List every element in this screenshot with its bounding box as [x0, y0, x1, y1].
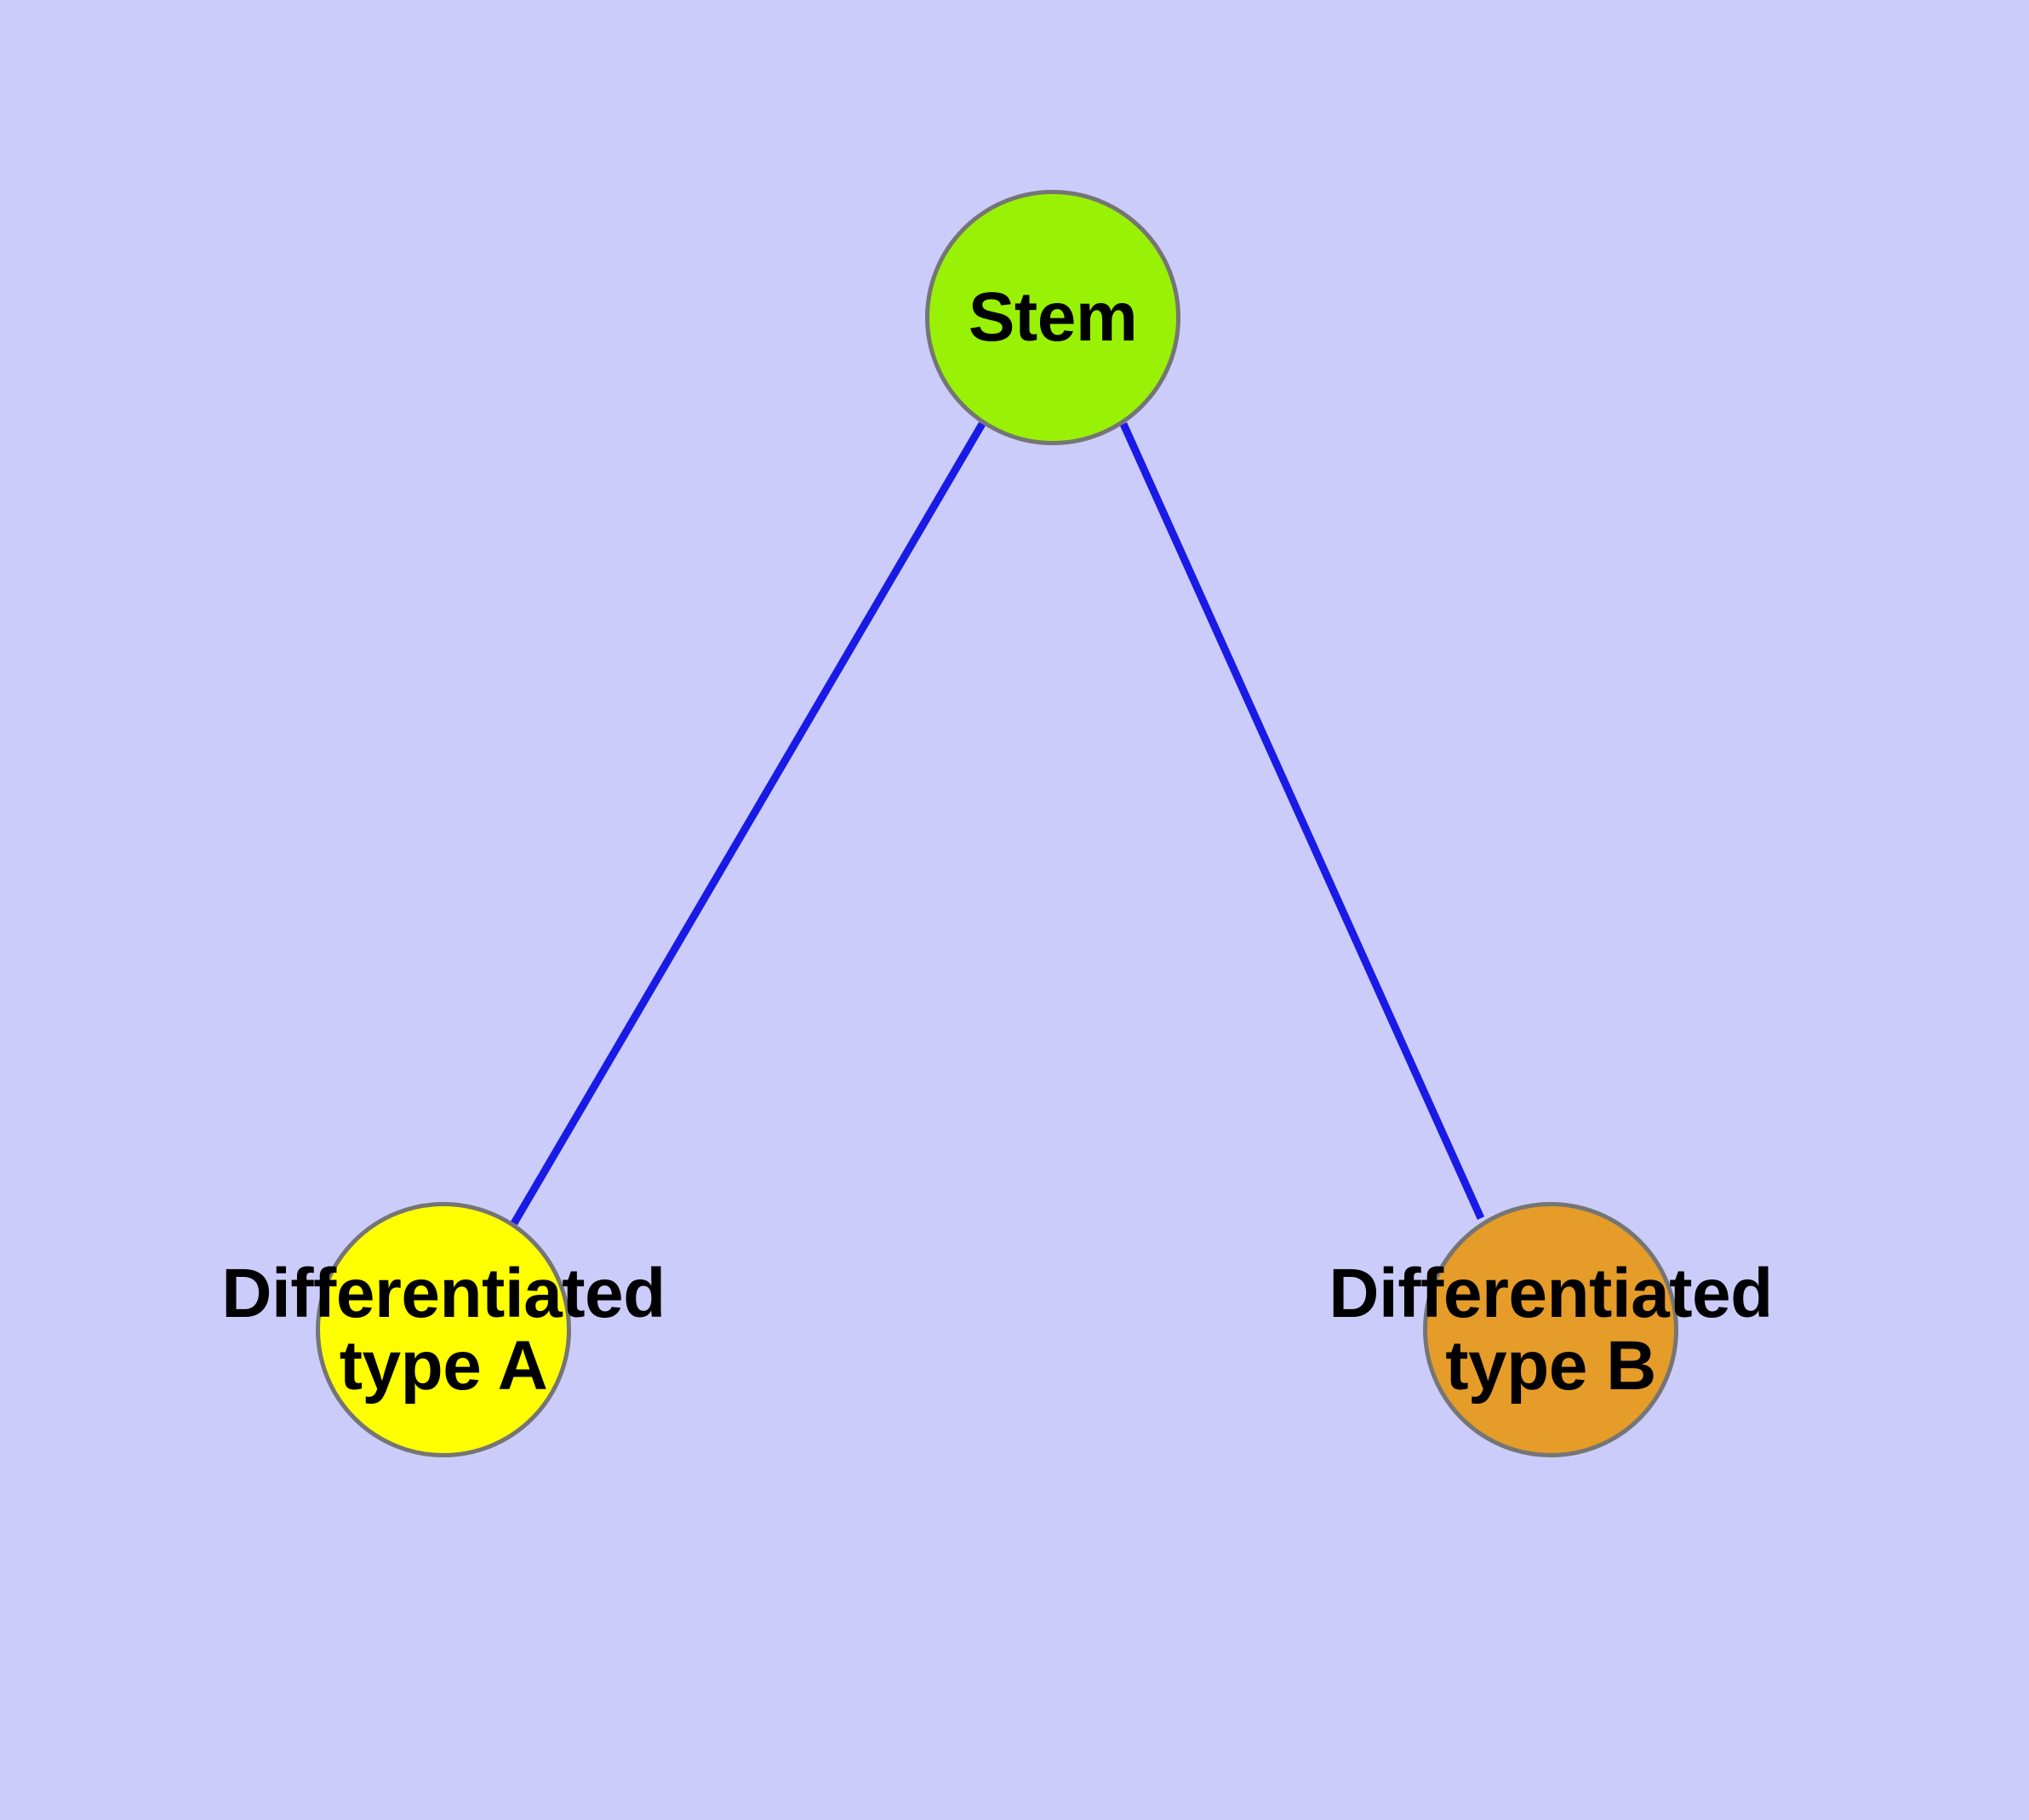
- node-differentiated-type-a[interactable]: [316, 1202, 571, 1457]
- node-stem[interactable]: [925, 190, 1180, 445]
- edge-stem-to-differentiated-type-b: [1119, 422, 1485, 1220]
- node-differentiated-type-b[interactable]: [1423, 1202, 1678, 1457]
- edge-stem-to-differentiated-type-a: [511, 421, 986, 1226]
